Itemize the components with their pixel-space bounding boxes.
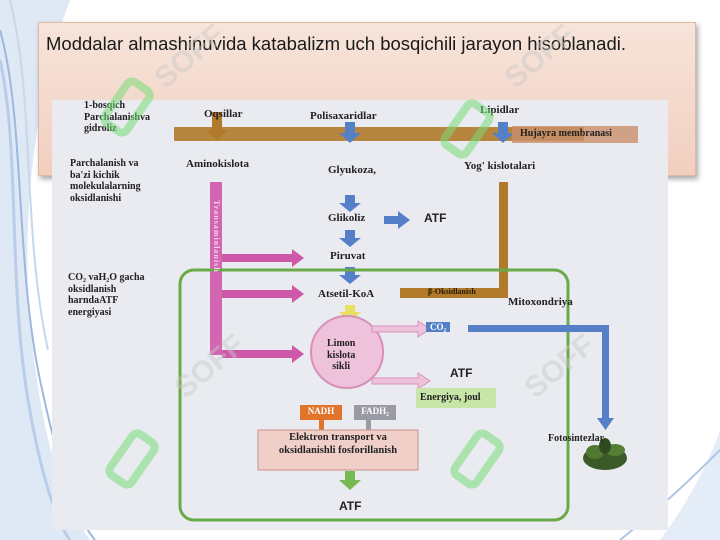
diagram-graphics — [174, 112, 638, 522]
co2-label: CO₂ — [426, 322, 451, 333]
glikoliz-label: Glikoliz — [328, 212, 366, 224]
polisaxaridlar-label: Polisaxaridlar — [310, 110, 377, 122]
limon-cycle-label: Limon kislota sikli — [327, 338, 356, 372]
stage3-label: CO₂ vaH₂O gacha oksidlanish harndaATF en… — [68, 272, 145, 318]
catabolism-diagram: 1-bosqich Parchalanishva gidroliz Parcha… — [52, 100, 668, 530]
arrow-oqsil-down — [206, 112, 228, 140]
arrow-etc-atf — [339, 471, 361, 490]
oqsillar-label: Oqsillar — [204, 108, 243, 120]
transamination-label: Transaminlanish — [212, 200, 222, 273]
arrow-piruv-atsetil — [339, 267, 361, 284]
arrow-glik-atf — [384, 211, 410, 229]
co2-line — [468, 325, 608, 332]
stage1-label: 1-bosqich Parchalanishva gidroliz — [84, 100, 150, 134]
atf-limon-label: ATF — [450, 366, 473, 380]
arrow-glik-piruv — [339, 230, 361, 247]
hujayra-membranasi-label: Hujayra membranasi — [520, 128, 612, 139]
beta-oxidation-band — [400, 288, 508, 298]
arrow-co2-foto — [597, 418, 614, 430]
pink-arrow-limon — [222, 345, 304, 363]
pink-arrow-piruvat — [222, 249, 304, 267]
mitochondrion-outline — [178, 268, 570, 522]
arrow-limon-atf — [371, 372, 431, 390]
arrow-glyu-glik — [339, 195, 361, 212]
limon-cycle-circle — [310, 315, 384, 389]
fotosintezlar-label: Fotosintezlar — [548, 433, 605, 444]
lipidlar-label: Lipidlar — [480, 104, 520, 116]
atsetil-koa-label: Atsetil-KoA — [318, 288, 375, 300]
arrow-limon-co2 — [371, 320, 431, 338]
fadh-box — [354, 405, 396, 420]
aminokislota-label: Aminokislota — [186, 158, 249, 170]
etc-box — [257, 429, 419, 471]
lipid-channel — [499, 182, 508, 297]
fadh-stem — [366, 418, 371, 430]
glyukoza-label: Glyukoza, — [328, 164, 376, 176]
atf-final-label: ATF — [339, 499, 362, 513]
fadh2-label: FADH₂ — [361, 406, 389, 416]
pink-arrow-atsetil — [222, 285, 304, 303]
energy-box — [416, 388, 496, 408]
co2-down-line — [602, 325, 609, 420]
atf-glikoliz-label: ATF — [424, 211, 447, 225]
yog-kislotalari-label: Yog' kislotalari — [464, 160, 536, 172]
arrow-atsetil-limon — [339, 305, 361, 322]
nadh-label: NADH — [307, 406, 335, 416]
arrow-lipid-down — [492, 122, 514, 143]
slide-title: Moddalar almashinuvida katabalizm uch bo… — [46, 33, 626, 54]
arrow-poli-down — [339, 122, 361, 143]
beta-oksidlanish-label: β-Oksidlanish — [428, 287, 476, 296]
nadh-box — [300, 405, 342, 420]
piruvat-label: Piruvat — [330, 250, 366, 262]
plant-icon — [583, 438, 627, 470]
elektron-transport-label: Elektron transport va oksidlanishli fosf… — [278, 432, 398, 456]
energiya-label: Energiya, joul — [420, 392, 481, 403]
stage2-label: Parchalanish va ba'zi kichik molekulalar… — [70, 158, 141, 204]
mitoxondriya-label: Mitoxondriya — [508, 296, 573, 308]
stage1-band — [174, 127, 584, 141]
membrane-box — [512, 126, 638, 143]
nadh-stem — [319, 418, 324, 430]
